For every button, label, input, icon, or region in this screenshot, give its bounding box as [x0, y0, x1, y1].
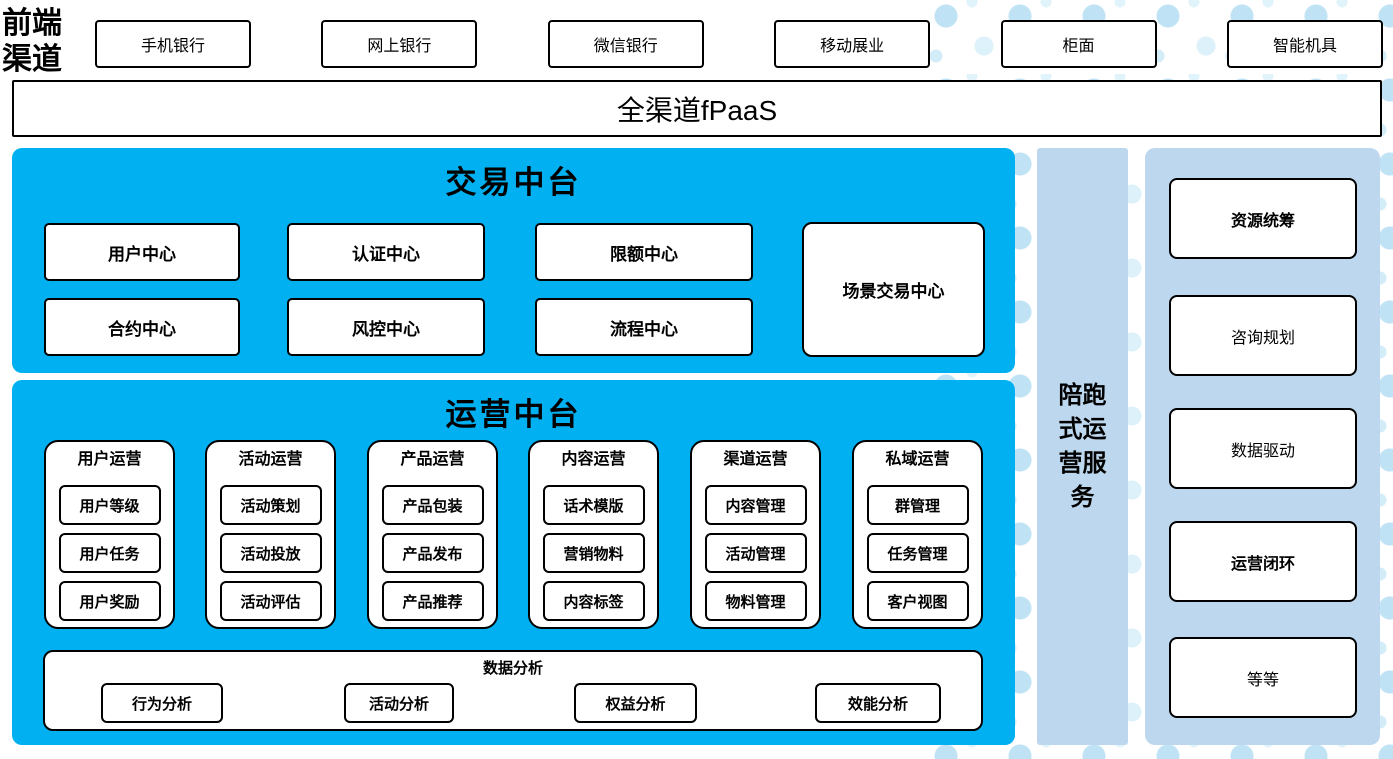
front-channel-label: 前端 渠道 — [2, 7, 62, 76]
ops-item: 产品推荐 — [381, 581, 484, 621]
data-analysis-title: 数据分析 — [482, 660, 543, 677]
ops-item: 内容管理 — [704, 485, 807, 525]
ops-item: 内容标签 — [542, 581, 645, 621]
channel-row: 手机银行 网上银行 微信银行 移动展业 柜面 智能机具 — [95, 20, 1383, 68]
analysis-item-rights: 权益分析 — [574, 683, 697, 723]
ops-platform-title: 运营中台 — [445, 397, 582, 432]
center-box-user: 用户中心 — [44, 223, 240, 281]
ops-column-activity: 活动运营 活动策划 活动投放 活动评估 — [205, 440, 336, 629]
channel-box-smart-machines: 智能机具 — [1226, 20, 1383, 68]
fpaas-bar: 全渠道fPaaS — [12, 80, 1382, 137]
ops-column-content: 内容运营 话术模版 营销物料 内容标签 — [528, 440, 659, 629]
ops-item: 用户等级 — [58, 485, 161, 525]
channel-box-mobile-business: 移动展业 — [774, 20, 931, 68]
analysis-item-activity: 活动分析 — [344, 683, 454, 723]
analysis-item-efficiency: 效能分析 — [815, 683, 941, 723]
ops-column-title: 产品运营 — [400, 451, 465, 468]
ops-item: 话术模版 — [542, 485, 645, 525]
ops-item: 客户视图 — [866, 581, 969, 621]
ops-item: 营销物料 — [542, 533, 645, 573]
trade-platform-title: 交易中台 — [445, 165, 582, 200]
center-box-risk: 风控中心 — [287, 298, 485, 356]
data-analysis-box: 数据分析 行为分析 活动分析 权益分析 效能分析 — [43, 650, 983, 731]
panel-box-etc: 等等 — [1169, 637, 1357, 718]
ops-column-title: 渠道运营 — [723, 451, 788, 468]
side-service-label: 陪跑式运营服务 — [1058, 381, 1107, 511]
center-box-contract: 合约中心 — [44, 298, 240, 356]
ops-item: 群管理 — [866, 485, 969, 525]
ops-item: 产品发布 — [381, 533, 484, 573]
ops-column-title: 用户运营 — [77, 451, 142, 468]
center-box-scene-trade: 场景交易中心 — [802, 222, 985, 357]
ops-item: 活动投放 — [219, 533, 322, 573]
trade-platform-section: 交易中台 用户中心 认证中心 限额中心 合约中心 风控中心 流程中心 场景交易中… — [12, 148, 1015, 373]
ops-column-title: 活动运营 — [238, 451, 303, 468]
ops-column-product: 产品运营 产品包装 产品发布 产品推荐 — [367, 440, 498, 629]
ops-item: 活动管理 — [704, 533, 807, 573]
right-service-panel: 资源统筹 咨询规划 数据驱动 运营闭环 等等 — [1145, 148, 1380, 745]
center-box-process: 流程中心 — [535, 298, 753, 356]
ops-item: 物料管理 — [704, 581, 807, 621]
ops-item: 产品包装 — [381, 485, 484, 525]
ops-item: 任务管理 — [866, 533, 969, 573]
panel-box-operation-loop: 运营闭环 — [1169, 521, 1357, 602]
analysis-item-behavior: 行为分析 — [101, 683, 223, 723]
channel-box-counter: 柜面 — [1000, 20, 1157, 68]
channel-box-mobile-banking: 手机银行 — [95, 20, 251, 68]
ops-item: 用户奖励 — [58, 581, 161, 621]
channel-box-wechat-banking: 微信银行 — [547, 20, 704, 68]
ops-column-user: 用户运营 用户等级 用户任务 用户奖励 — [44, 440, 175, 629]
panel-box-data-driven: 数据驱动 — [1169, 408, 1357, 489]
ops-column-title: 内容运营 — [561, 451, 626, 468]
side-service-bar: 陪跑式运营服务 — [1037, 148, 1128, 745]
channel-box-online-banking: 网上银行 — [321, 20, 478, 68]
ops-column-channel: 渠道运营 内容管理 活动管理 物料管理 — [690, 440, 821, 629]
center-box-limit: 限额中心 — [535, 223, 753, 281]
panel-box-resource-coordination: 资源统筹 — [1169, 178, 1357, 259]
center-box-auth: 认证中心 — [287, 223, 485, 281]
ops-column-title: 私域运营 — [885, 451, 950, 468]
ops-item: 活动策划 — [219, 485, 322, 525]
panel-box-consulting-planning: 咨询规划 — [1169, 295, 1357, 376]
ops-column-private-domain: 私域运营 群管理 任务管理 客户视图 — [852, 440, 983, 629]
ops-platform-section: 运营中台 用户运营 用户等级 用户任务 用户奖励 活动运营 活动策划 活动投放 … — [12, 380, 1015, 745]
ops-item: 活动评估 — [219, 581, 322, 621]
ops-item: 用户任务 — [58, 533, 161, 573]
